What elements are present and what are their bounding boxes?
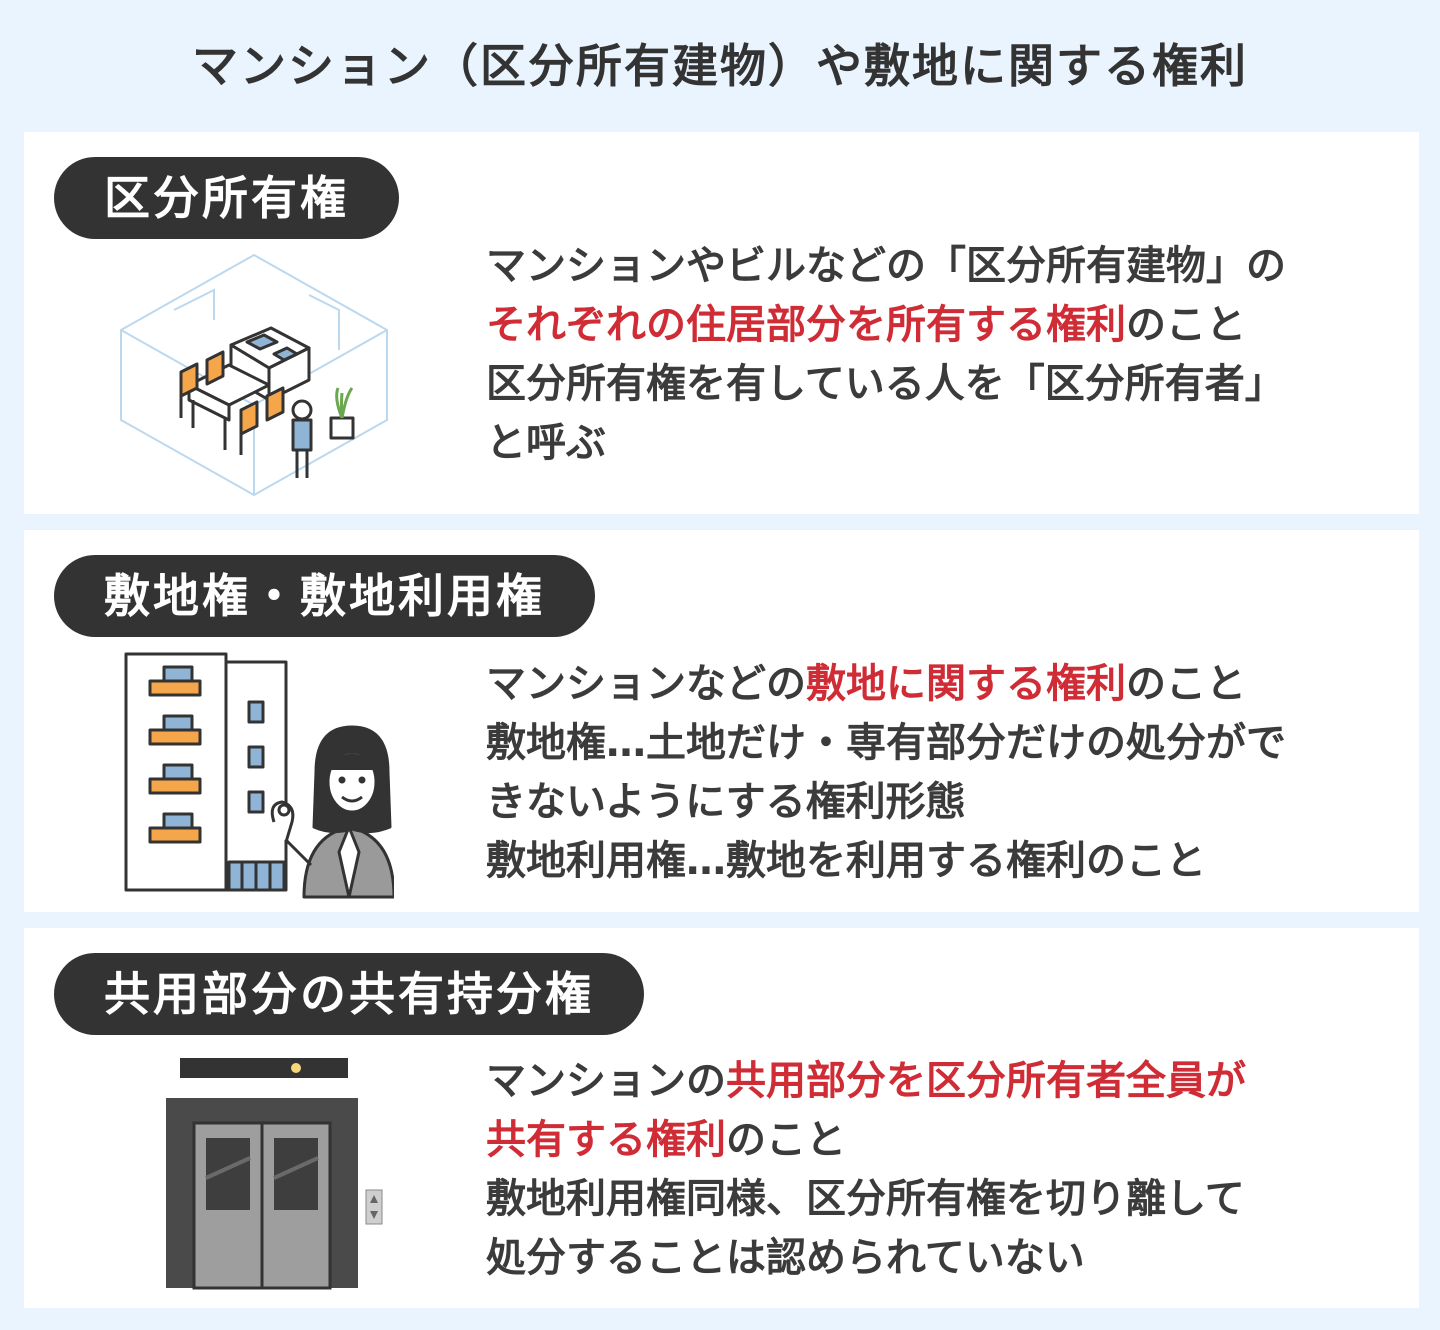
body-text: マンションなどの [486,661,806,707]
section-description: マンションやビルなどの「区分所有建物」の それぞれの住居部分を所有する権利のこと… [486,237,1406,473]
room-furniture-illustration [120,253,388,497]
body-text: マンションやビルなどの「区分所有建物」の [486,243,1286,289]
body-text: 区分所有権を有している人を「区分所有者」 [486,361,1285,407]
text-line: 敷地利用権同様、区分所有権を切り離して [486,1170,1406,1229]
text-line: マンションやビルなどの「区分所有建物」の [486,237,1406,296]
body-text: マンションの [486,1058,726,1104]
body-text: きないようにする権利形態 [486,779,966,825]
body-text: 敷地利用権…敷地を利用する権利のこと [486,838,1206,884]
text-line: と呼ぶ [486,414,1406,473]
body-text: 処分することは認められていない [486,1235,1085,1281]
elevator-illustration [166,1058,383,1290]
page-title: マンション（区分所有建物）や敷地に関する権利 [192,39,1248,93]
text-line: マンションなどの敷地に関する権利のこと [486,655,1406,714]
apartment-building-woman-illustration [124,652,394,899]
text-line: 区分所有権を有している人を「区分所有者」 [486,355,1406,414]
highlight-text: それぞれの住居部分を所有する権利 [486,302,1126,348]
text-line: 敷地権…土地だけ・専有部分だけの処分がで [486,714,1406,773]
text-line: マンションの共用部分を区分所有者全員が [486,1052,1406,1111]
section-description: マンションの共用部分を区分所有者全員が 共有する権利のこと 敷地利用権同様、区分… [486,1052,1406,1288]
body-text: 敷地権…土地だけ・専有部分だけの処分がで [486,720,1286,766]
section-label: 共用部分の共有持分権 [54,953,644,1035]
highlight-text: 共有する権利 [486,1117,726,1163]
body-text: のこと [1126,661,1246,707]
body-text: のこと [1126,302,1246,348]
section-panel-kubun: 区分所有権 [24,132,1419,514]
text-line: 処分することは認められていない [486,1229,1406,1288]
text-line: きないようにする権利形態 [486,773,1406,832]
section-label: 区分所有権 [54,157,399,239]
section-panel-shikichi: 敷地権・敷地利用権 [24,530,1419,912]
text-line: それぞれの住居部分を所有する権利のこと [486,296,1406,355]
text-line: 共有する権利のこと [486,1111,1406,1170]
text-line: 敷地利用権…敷地を利用する権利のこと [486,832,1406,891]
body-text: 敷地利用権同様、区分所有権を切り離して [486,1176,1245,1222]
body-text: のこと [726,1117,846,1163]
section-label: 敷地権・敷地利用権 [54,555,595,637]
body-text: と呼ぶ [486,420,606,466]
section-panel-kyoyu: 共用部分の共有持分権 マンションの共用部分を区分所有者全員が 共有する権利のこと… [24,928,1419,1308]
highlight-text: 共用部分を区分所有者全員が [726,1058,1246,1104]
section-description: マンションなどの敷地に関する権利のこと 敷地権…土地だけ・専有部分だけの処分がで… [486,655,1406,891]
highlight-text: 敷地に関する権利 [806,661,1126,707]
